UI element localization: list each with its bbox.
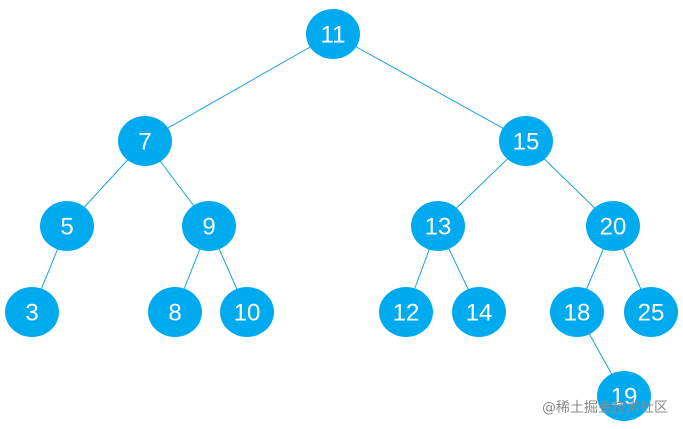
- tree-node-18: 18: [550, 287, 604, 337]
- node-circle: [220, 287, 274, 337]
- node-label: 18: [564, 300, 591, 327]
- node-circle: [550, 287, 604, 337]
- tree-node-5: 5: [40, 201, 94, 251]
- node-label: 5: [60, 214, 73, 241]
- tree-node-15: 15: [499, 116, 553, 166]
- node-label: 20: [600, 214, 627, 241]
- tree-node-8: 8: [148, 287, 202, 337]
- tree-node-19: 19: [597, 371, 651, 421]
- node-label: 25: [638, 300, 665, 327]
- node-label: 11: [321, 22, 346, 49]
- node-circle: [118, 116, 172, 166]
- tree-node-13: 13: [411, 201, 465, 251]
- node-circle: [148, 287, 202, 337]
- node-circle: [40, 201, 94, 251]
- tree-node-20: 20: [586, 201, 640, 251]
- tree-node-10: 10: [220, 287, 274, 337]
- tree-node-14: 14: [452, 287, 506, 337]
- node-label: 7: [138, 129, 151, 156]
- node-label: 10: [234, 300, 261, 327]
- node-label: 3: [25, 300, 38, 327]
- node-circle: [411, 201, 465, 251]
- node-circle: [182, 201, 236, 251]
- node-label: 19: [611, 384, 638, 411]
- node-circle: [499, 116, 553, 166]
- node-label: 13: [425, 214, 452, 241]
- node-circle: [379, 287, 433, 337]
- tree-node-9: 9: [182, 201, 236, 251]
- node-label: 15: [513, 129, 540, 156]
- watermark: @稀土掘金技术社区: [542, 400, 668, 416]
- node-circle: [306, 9, 360, 59]
- node-label: 12: [393, 300, 420, 327]
- tree-node-25: 25: [624, 287, 678, 337]
- node-circle: [624, 287, 678, 337]
- tree-node-12: 12: [379, 287, 433, 337]
- tree-node-11: 11: [306, 9, 360, 59]
- node-circle: [597, 371, 651, 421]
- node-label: 14: [466, 300, 493, 327]
- tree-node-3: 3: [5, 287, 59, 337]
- node-circle: [5, 287, 59, 337]
- node-circle: [452, 287, 506, 337]
- node-label: 9: [202, 214, 215, 241]
- edge-11-7: [144, 33, 334, 142]
- tree-edges: [31, 33, 652, 397]
- tree-node-7: 7: [118, 116, 172, 166]
- edge-11-15: [332, 33, 527, 142]
- tree-nodes: 11 7 15 5 9 13 20 3 8 10 12 14 18 25 19: [5, 9, 678, 421]
- node-circle: [586, 201, 640, 251]
- node-label: 8: [168, 300, 181, 327]
